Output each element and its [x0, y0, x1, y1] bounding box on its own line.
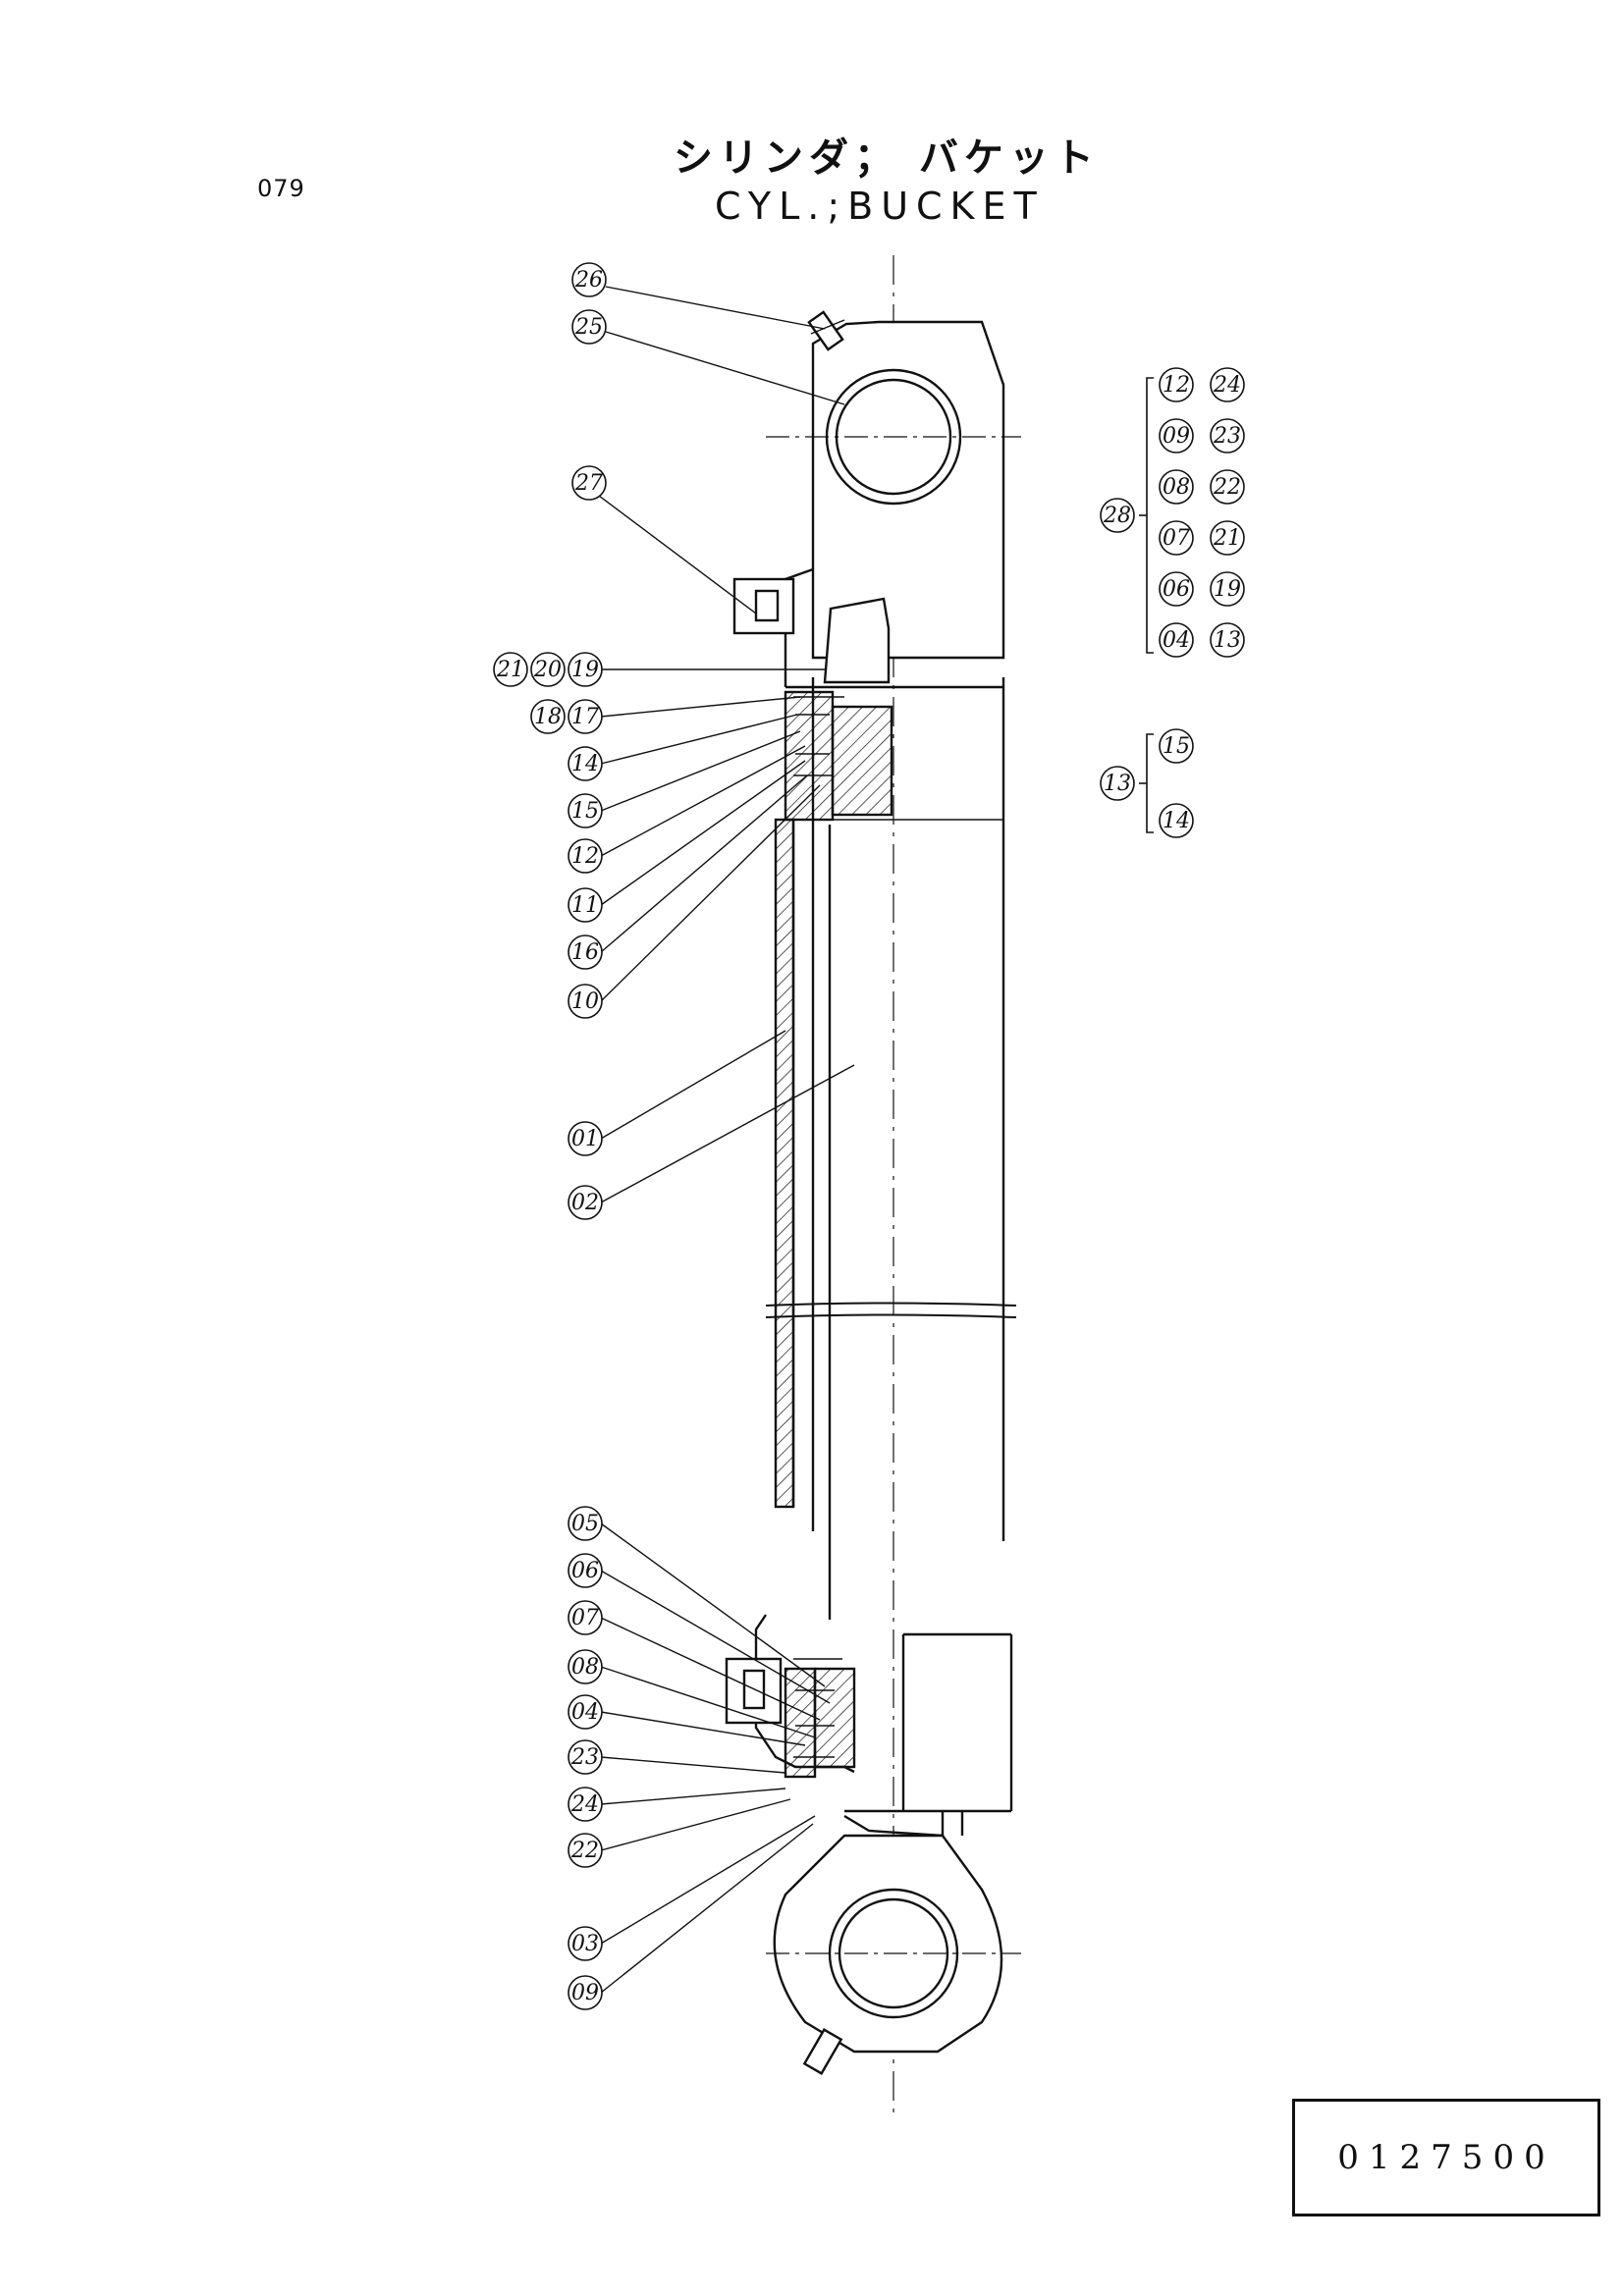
svg-text:04: 04 [1163, 628, 1190, 653]
callout-22 [568, 1833, 603, 1868]
callout-25 [571, 309, 607, 345]
callout-01 [568, 1121, 603, 1156]
callout-04 [568, 1694, 603, 1730]
svg-text:24: 24 [570, 1792, 599, 1817]
svg-text:21: 21 [1213, 526, 1241, 551]
svg-text:22: 22 [1213, 475, 1241, 500]
callout-02 [568, 1185, 603, 1220]
svg-text:14: 14 [1163, 809, 1190, 833]
drawing-number: 0127500 [1337, 2138, 1555, 2177]
callout-07 [568, 1600, 603, 1635]
svg-text:03: 03 [571, 1932, 599, 1956]
svg-text:08: 08 [1163, 475, 1190, 500]
svg-text:11: 11 [571, 893, 599, 918]
callout-27 [571, 465, 607, 501]
callout-03 [568, 1926, 603, 1961]
svg-text:12: 12 [571, 844, 599, 869]
svg-text:15: 15 [1163, 734, 1190, 759]
svg-text:26: 26 [574, 268, 603, 293]
svg-text:16: 16 [571, 940, 599, 965]
svg-text:08: 08 [571, 1655, 599, 1680]
callout-08 [568, 1649, 603, 1684]
title-english: CYL.;BUCKET [715, 185, 1045, 228]
callout-19 [568, 652, 603, 687]
svg-text:21: 21 [496, 658, 524, 682]
callout-09 [568, 1975, 603, 2010]
svg-text:20: 20 [533, 658, 562, 682]
title-japanese: シリンダ； バケット [674, 135, 1100, 181]
callout-17 [568, 699, 603, 734]
callout-14 [568, 746, 603, 781]
callout-21 [493, 652, 528, 687]
svg-text:07: 07 [571, 1606, 599, 1630]
callout-kit-13 [1100, 766, 1135, 801]
svg-text:02: 02 [571, 1191, 599, 1215]
callout-18 [530, 699, 566, 734]
svg-text:09: 09 [571, 1981, 599, 2005]
svg-text:04: 04 [571, 1700, 599, 1725]
callout-kit-28 [1100, 498, 1135, 533]
svg-text:14: 14 [571, 752, 599, 776]
callouts-main-text: 26 25 27 21 20 19 18 17 14 15 12 11 16 1… [496, 268, 603, 2005]
svg-text:12: 12 [1163, 373, 1190, 398]
svg-text:07: 07 [1163, 526, 1190, 551]
svg-text:19: 19 [571, 658, 599, 682]
callout-06 [568, 1553, 603, 1588]
svg-text:25: 25 [574, 315, 603, 340]
svg-text:15: 15 [571, 799, 599, 824]
svg-text:23: 23 [570, 1745, 599, 1770]
callouts-main [493, 262, 607, 2010]
leader-lines [598, 286, 855, 1994]
svg-text:17: 17 [571, 705, 599, 729]
svg-text:13: 13 [1214, 628, 1241, 653]
callout-26 [571, 262, 607, 297]
svg-text:05: 05 [571, 1512, 599, 1536]
svg-text:18: 18 [534, 705, 562, 729]
svg-text:13: 13 [1104, 772, 1131, 796]
drawing-number-box: 0127500 [1292, 2099, 1600, 2216]
cylinder-body [725, 255, 1021, 2120]
callout-10 [568, 984, 603, 1019]
callout-23 [568, 1739, 603, 1775]
svg-text:27: 27 [574, 471, 603, 496]
svg-text:06: 06 [1163, 577, 1190, 602]
svg-text:19: 19 [1214, 577, 1241, 602]
svg-text:24: 24 [1213, 373, 1241, 398]
svg-text:06: 06 [571, 1559, 599, 1583]
callout-11 [568, 887, 603, 923]
callout-20 [530, 652, 566, 687]
callout-05 [568, 1506, 603, 1541]
svg-text:10: 10 [571, 989, 599, 1014]
callout-15 [568, 793, 603, 828]
svg-text:09: 09 [1163, 424, 1190, 449]
svg-text:23: 23 [1213, 424, 1241, 449]
kit-13-group: 13 15 14 [1100, 728, 1194, 838]
svg-text:28: 28 [1103, 504, 1131, 528]
kit-28-group: 28 04 06 07 08 09 12 13 19 21 22 23 24 [1100, 367, 1245, 658]
callout-16 [568, 934, 603, 970]
page-number: 079 [257, 175, 305, 202]
svg-text:22: 22 [570, 1839, 599, 1863]
callout-12 [568, 838, 603, 874]
svg-text:01: 01 [571, 1127, 599, 1151]
callout-24 [568, 1787, 603, 1822]
